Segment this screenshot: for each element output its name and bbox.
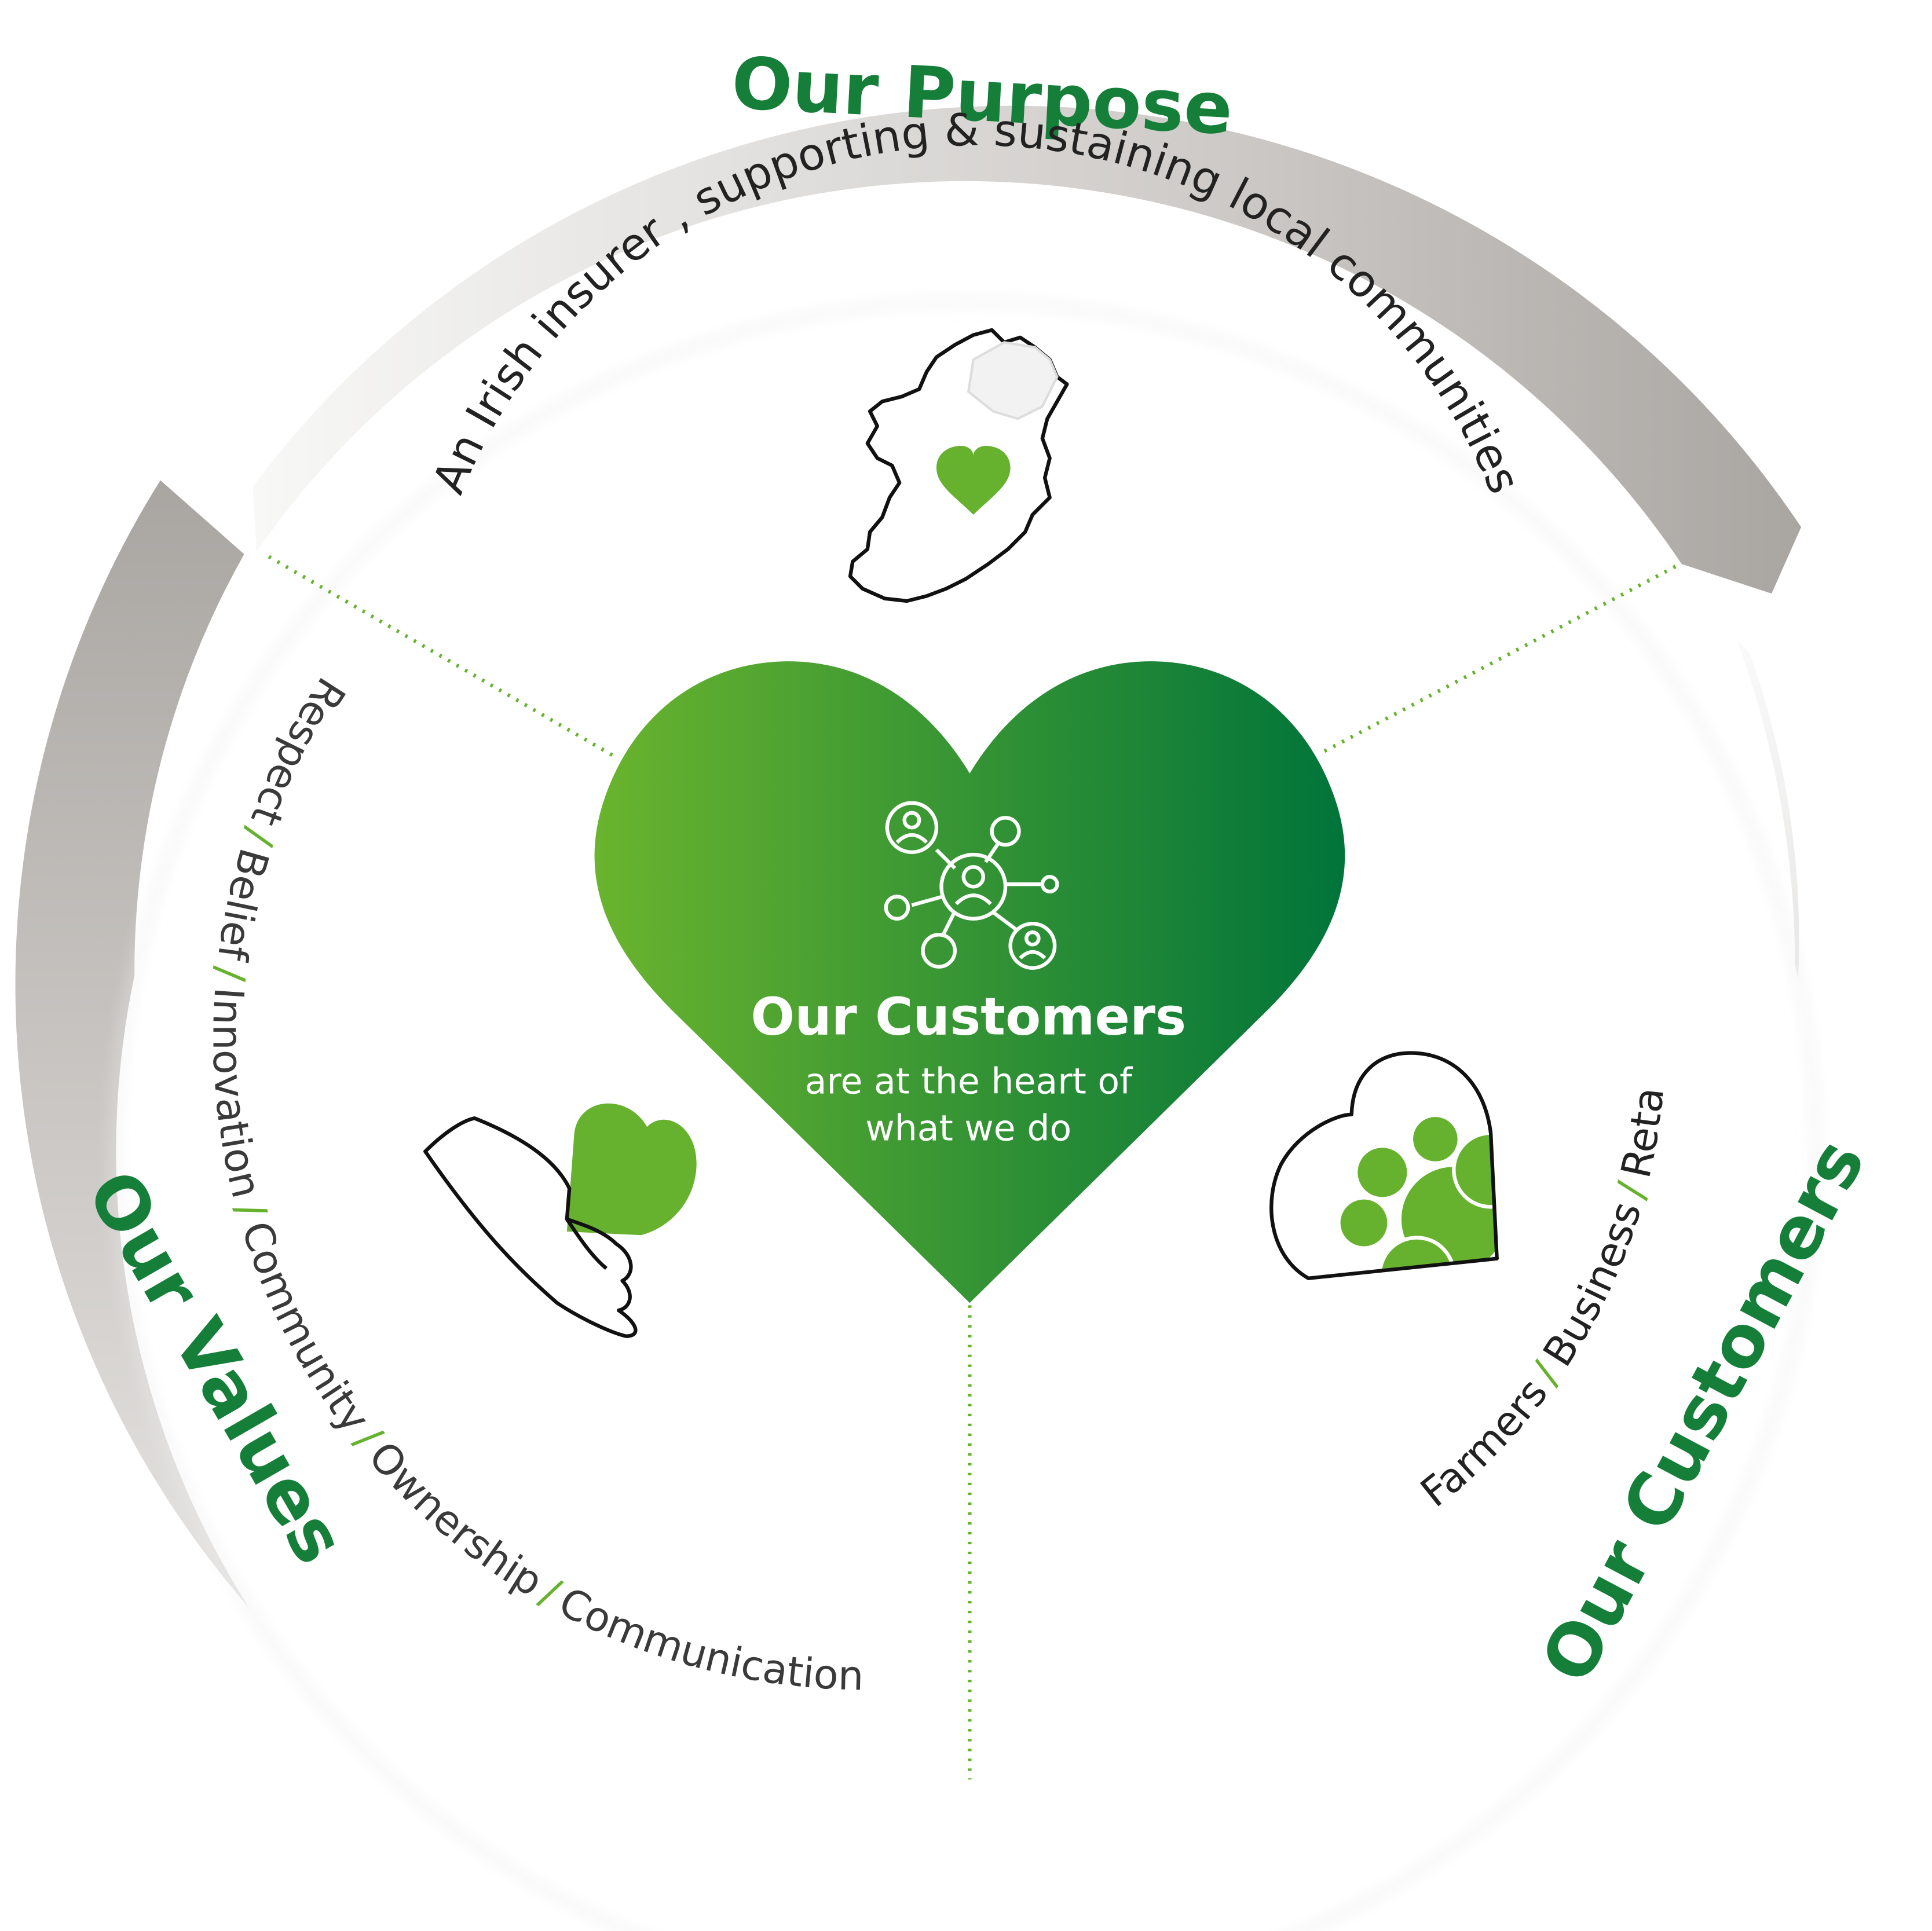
divider-right xyxy=(1323,565,1677,753)
customer-network-icon xyxy=(884,801,1059,970)
northern-ireland-region xyxy=(967,341,1059,420)
ireland-map-heart-icon xyxy=(848,328,1069,603)
map-heart-icon xyxy=(936,445,1011,515)
dotted-dividers xyxy=(268,555,1677,1780)
center-heart-shape xyxy=(594,661,1345,1303)
center-title: Our Customers xyxy=(751,987,1186,1047)
center-heart: Our Customers are at the heart of what w… xyxy=(594,661,1345,1303)
small-heart-outline xyxy=(1269,1051,1499,1280)
hand-holding-heart-icon xyxy=(423,1103,697,1338)
center-line-1: are at the heart of xyxy=(805,1061,1133,1102)
inner-disc-shadow xyxy=(114,299,1818,1931)
hand-heart xyxy=(566,1103,697,1236)
ring-segment-purpose xyxy=(253,105,1802,594)
hand-outline xyxy=(423,1116,638,1338)
center-line-2: what we do xyxy=(865,1108,1071,1149)
